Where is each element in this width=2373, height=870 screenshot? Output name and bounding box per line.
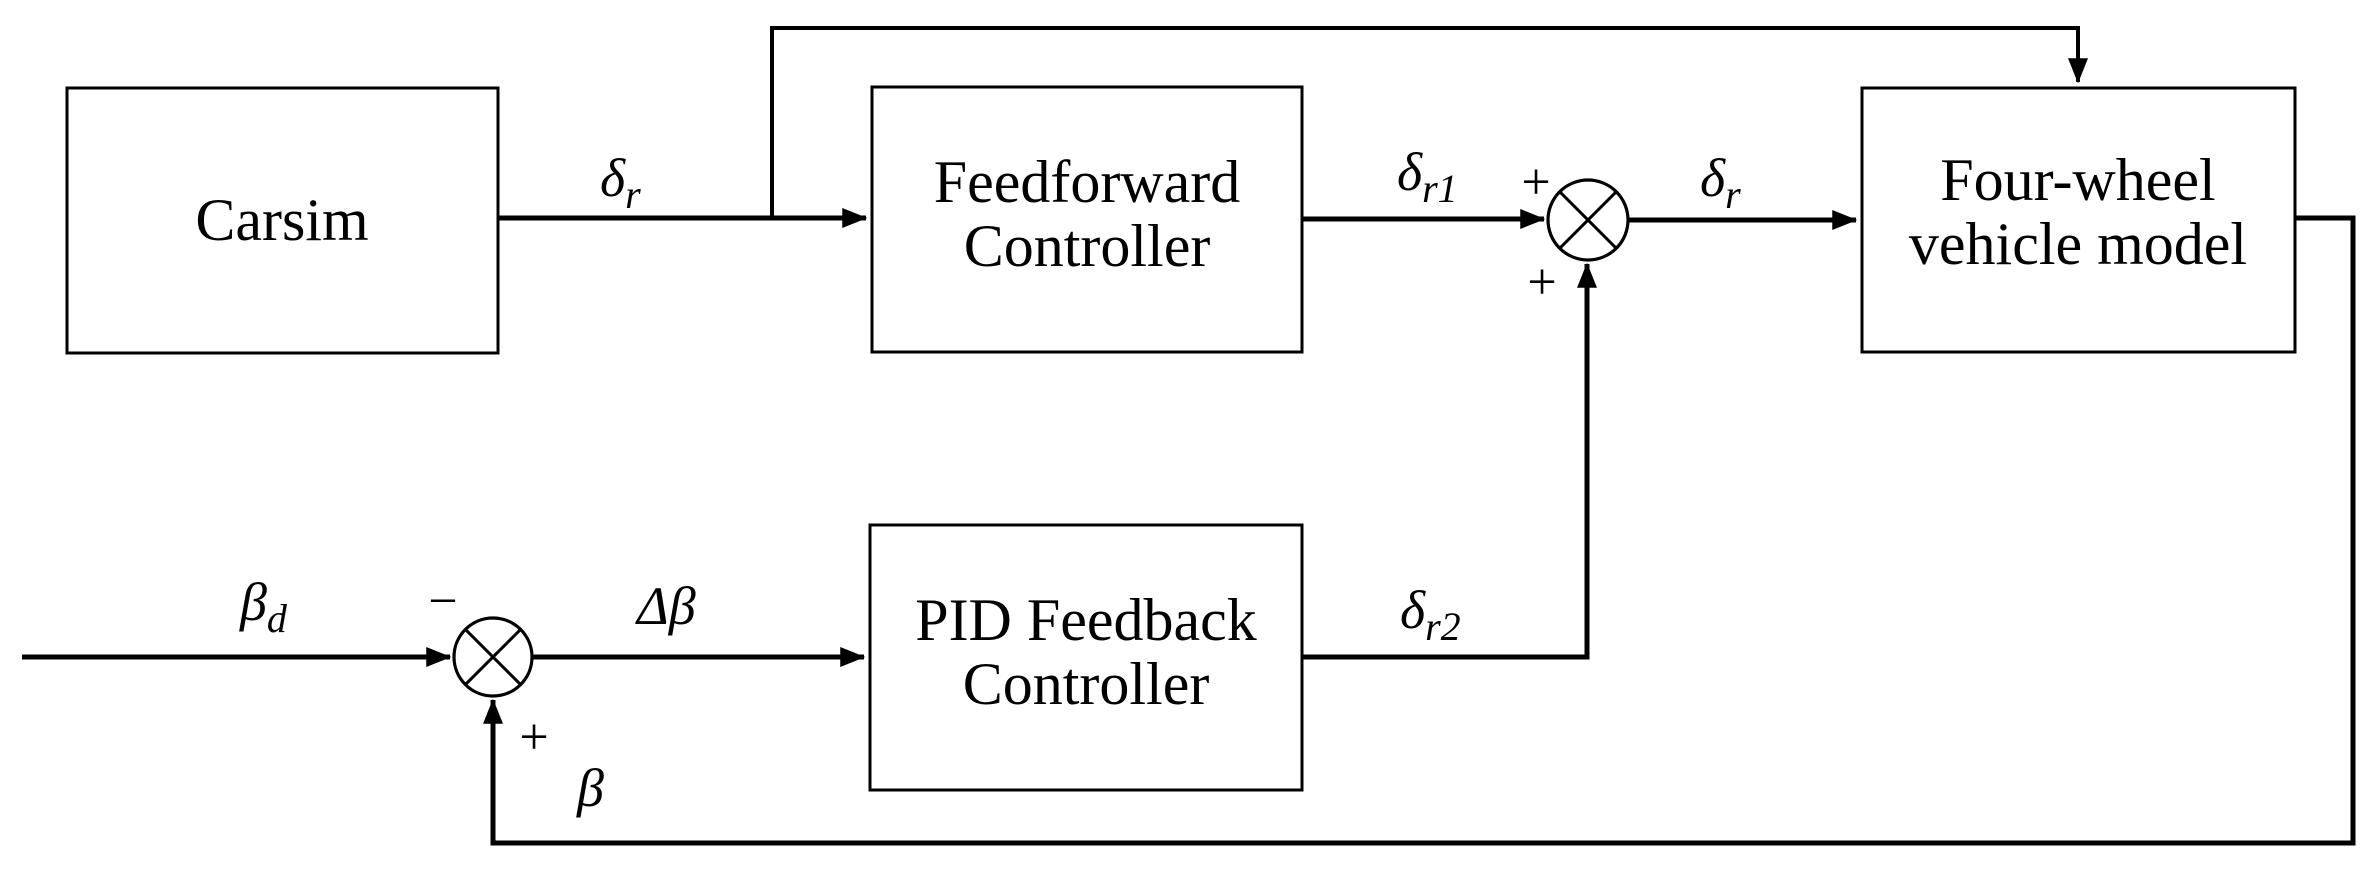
signal-delta-r2: δr2 [1400, 580, 1461, 649]
signal-delta-r-sum-main: δ [1700, 148, 1726, 208]
line-branch-carsim-to-vehicle-top [770, 26, 2088, 218]
signal-delta-r-carsim-main: δ [600, 148, 626, 208]
signal-delta-r2-sub: r2 [1425, 604, 1461, 649]
pid-label-line2: Controller [963, 651, 1210, 717]
sum-junction-top [1546, 178, 1630, 262]
signal-delta-r-sum-sub: r [1725, 172, 1741, 217]
vehicle-label-line1: Four-wheel [1940, 147, 2215, 213]
sum-junction-bottom [452, 616, 534, 698]
sum-junction-top-cross-line [1558, 190, 1618, 250]
signal-delta-r1-main: δ [1397, 142, 1423, 202]
signal-delta-beta-main: Δβ [635, 576, 696, 636]
signal-delta-r1-sub: r1 [1422, 166, 1458, 211]
signal-delta-beta: Δβ [635, 576, 696, 636]
signal-beta-d-main: β [239, 572, 267, 632]
signal-delta-r1: δr1 [1397, 142, 1458, 211]
sum1-plus-top-sign: + [1521, 154, 1550, 211]
carsim-block [65, 86, 500, 355]
sum-junction-bottom-cross-line [464, 628, 522, 686]
signal-delta-r-sum: δr [1700, 148, 1741, 217]
sum2-plus-sign: + [519, 709, 548, 766]
signal-beta-d: βd [239, 572, 288, 641]
signal-beta-d-sub: d [267, 596, 288, 641]
pid-feedback-controller-block [868, 523, 1304, 792]
signal-beta-main: β [576, 758, 604, 818]
sum2-minus-sign: − [428, 573, 457, 630]
line-vehicle-feedback-to-sum2 [483, 215, 2356, 846]
signal-delta-r-carsim: δr [600, 148, 641, 217]
feedforward-label-line2: Controller [964, 213, 1211, 279]
signal-delta-r-carsim-sub: r [625, 172, 641, 217]
line-pid-to-sum1 [1302, 262, 1597, 660]
signal-beta: β [576, 758, 604, 818]
feedforward-controller-block [870, 85, 1304, 354]
signal-delta-r2-main: δ [1400, 580, 1426, 640]
vehicle-label-line2: vehicle model [1909, 211, 2247, 277]
pid-label-line1: PID Feedback [915, 587, 1257, 653]
sum1-plus-bottom-sign: + [1527, 254, 1556, 311]
carsim-label: Carsim [195, 187, 368, 253]
four-wheel-vehicle-model-block [1860, 86, 2297, 354]
feedforward-label-line1: Feedforward [934, 149, 1241, 215]
